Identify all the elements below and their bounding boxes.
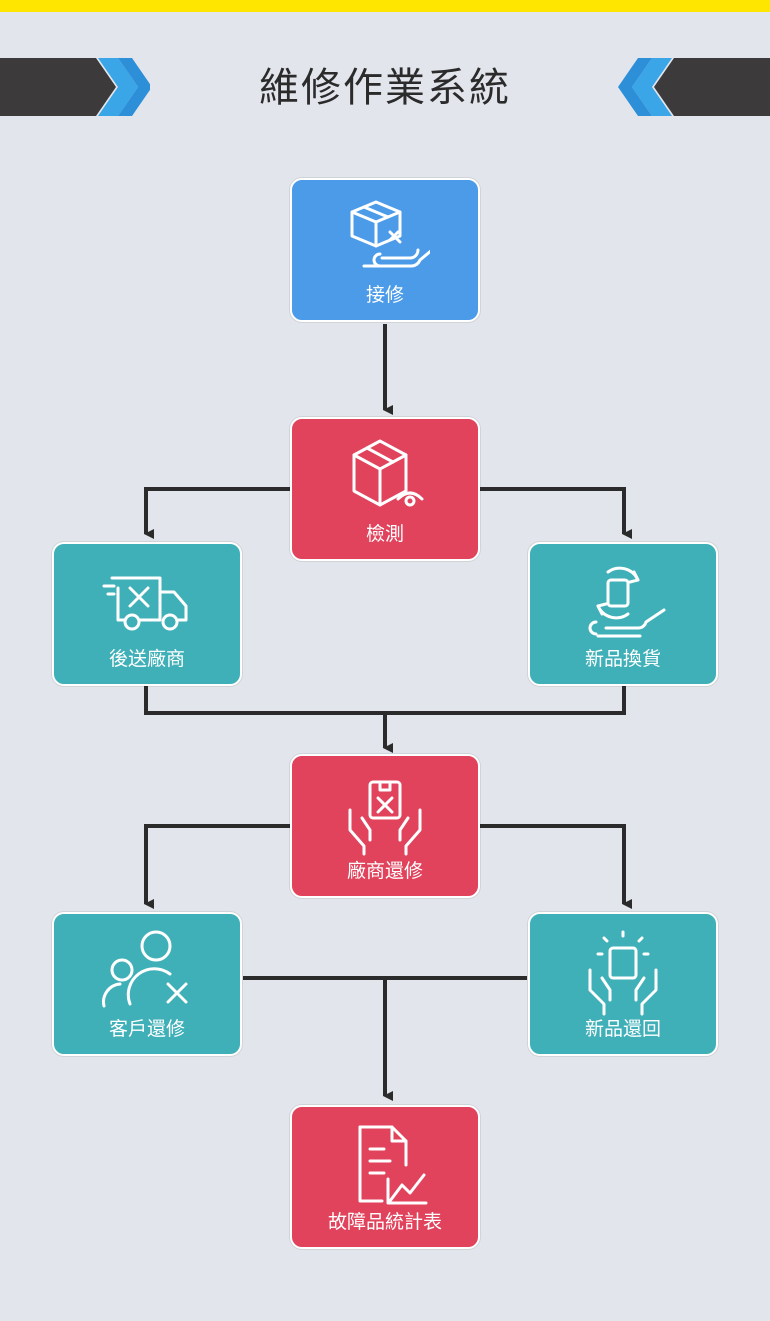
report-chart-icon xyxy=(358,1125,428,1205)
arrow-to-customer-return xyxy=(144,824,290,909)
package-inspect-icon xyxy=(352,439,424,507)
node-inspect[interactable]: 檢測 xyxy=(290,417,480,561)
arrow-inspect-vendor xyxy=(144,487,290,539)
node-label: 後送廠商 xyxy=(108,648,185,670)
line-merge-top xyxy=(144,686,626,715)
hands-box-tools-icon xyxy=(348,780,422,856)
package-repair-hand-icon xyxy=(350,200,430,268)
node-label: 故障品統計表 xyxy=(327,1211,442,1233)
node-replace[interactable]: 新品換貨 xyxy=(528,542,718,686)
arrow-inspect-replace xyxy=(480,487,632,539)
top-accent-bar xyxy=(0,0,770,12)
hands-new-box-icon xyxy=(588,930,658,1016)
node-report[interactable]: 故障品統計表 xyxy=(290,1105,480,1249)
customers-tools-icon xyxy=(102,930,188,1008)
node-label: 新品還回 xyxy=(584,1018,661,1040)
node-label: 廠商還修 xyxy=(346,860,423,882)
node-send-vendor[interactable]: 後送廠商 xyxy=(52,542,242,686)
arrow-to-new-return xyxy=(480,824,632,909)
node-label: 客戶還修 xyxy=(108,1018,185,1040)
node-label: 新品換貨 xyxy=(584,648,661,670)
node-new-return[interactable]: 新品還回 xyxy=(528,912,718,1056)
exchange-hand-icon xyxy=(588,566,666,638)
node-label: 檢測 xyxy=(365,523,404,545)
truck-tools-icon xyxy=(102,576,188,631)
node-customer-return[interactable]: 客戶還修 xyxy=(52,912,242,1056)
banner-right-chevrons xyxy=(618,58,770,116)
banner-left-chevrons xyxy=(0,58,150,116)
node-receive[interactable]: 接修 xyxy=(290,178,480,322)
node-vendor-return[interactable]: 廠商還修 xyxy=(290,754,480,898)
node-label: 接修 xyxy=(365,284,404,306)
page-title: 維修作業系統 xyxy=(259,65,511,111)
